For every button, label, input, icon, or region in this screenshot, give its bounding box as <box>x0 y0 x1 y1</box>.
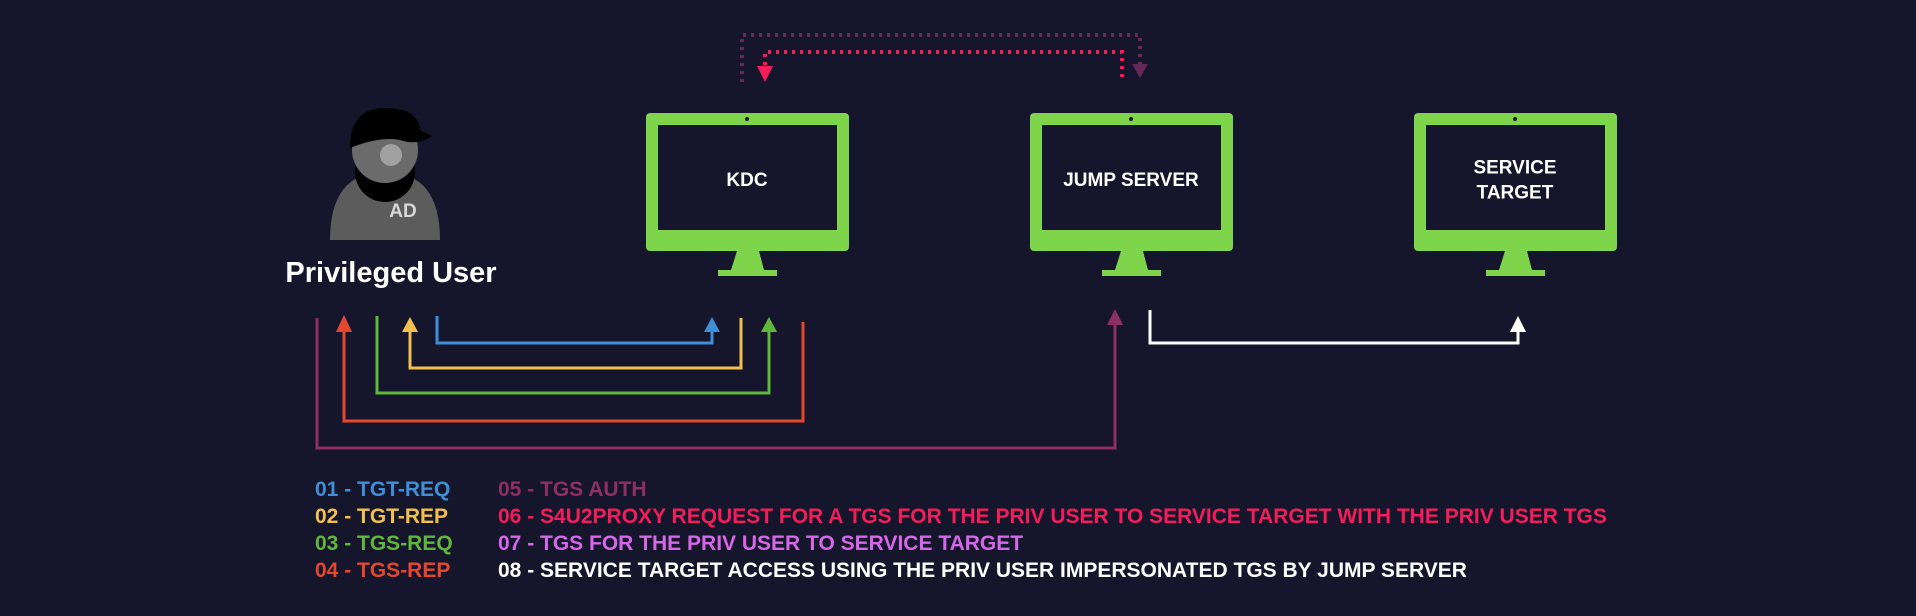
jump-server-monitor: JUMP SERVER <box>1030 113 1233 276</box>
legend-step-05: 05 - TGS AUTH <box>498 478 647 501</box>
cap-icon <box>350 108 432 148</box>
arrow-step-08 <box>1148 310 1526 345</box>
legend-step-07: 07 - TGS FOR THE PRIV USER TO SERVICE TA… <box>498 532 1024 555</box>
legend-step-06: 06 - S4U2PROXY REQUEST FOR A TGS FOR THE… <box>498 505 1607 528</box>
user-body-shape <box>330 172 440 240</box>
loop-outer-arrowhead <box>1132 64 1148 78</box>
jump-server-label: JUMP SERVER <box>1063 170 1199 191</box>
arrowhead <box>1510 316 1526 332</box>
kdc-stand <box>731 251 764 270</box>
legend-right: 05 - TGS AUTH 06 - S4U2PROXY REQUEST FOR… <box>498 476 1607 584</box>
legend-step-08: 08 - SERVICE TARGET ACCESS USING THE PRI… <box>498 559 1467 582</box>
legend-left: 01 - TGT-REQ 02 - TGT-REP 03 - TGS-REQ 0… <box>315 476 453 584</box>
service-target-label: SERVICE TARGET <box>1473 158 1556 204</box>
arrow-step-04 <box>336 315 805 423</box>
legend-step-03: 03 - TGS-REQ <box>315 532 453 555</box>
loop-inner-arrowhead <box>757 66 773 82</box>
loop-outer-dotted <box>740 33 1142 82</box>
target-label-line: TARGET <box>1477 183 1554 204</box>
privileged-user-avatar: AD Privileged User <box>285 108 497 289</box>
target-label-line: SERVICE <box>1473 158 1556 179</box>
user-badge: AD <box>389 201 416 222</box>
arrow-step-03 <box>375 316 777 395</box>
kdc-monitor: KDC <box>646 113 849 276</box>
service-target-monitor: SERVICE TARGET <box>1414 113 1617 276</box>
jump-label-line: JUMP SERVER <box>1063 170 1199 191</box>
arrow-step-02 <box>402 317 743 370</box>
arrowhead <box>1107 309 1123 325</box>
legend-step-01: 01 - TGT-REQ <box>315 478 451 501</box>
arrowhead <box>402 317 418 332</box>
s4u2proxy-loop <box>740 33 1148 82</box>
service-target-stand <box>1499 251 1532 270</box>
arrowhead <box>761 317 777 332</box>
kdc-label-line: KDC <box>726 170 767 191</box>
arrow-step-05 <box>315 309 1123 450</box>
arrow-step-01 <box>435 316 720 345</box>
legend-step-02: 02 - TGT-REP <box>315 505 449 528</box>
loop-inner-dotted <box>763 50 1124 77</box>
arrowhead <box>704 317 720 332</box>
jump-server-stand <box>1115 251 1148 270</box>
arrowhead <box>336 315 352 332</box>
legend-step-04: 04 - TGS-REP <box>315 559 451 582</box>
user-name: Privileged User <box>285 257 496 289</box>
user-eye <box>380 144 402 166</box>
kdc-label: KDC <box>726 170 767 191</box>
